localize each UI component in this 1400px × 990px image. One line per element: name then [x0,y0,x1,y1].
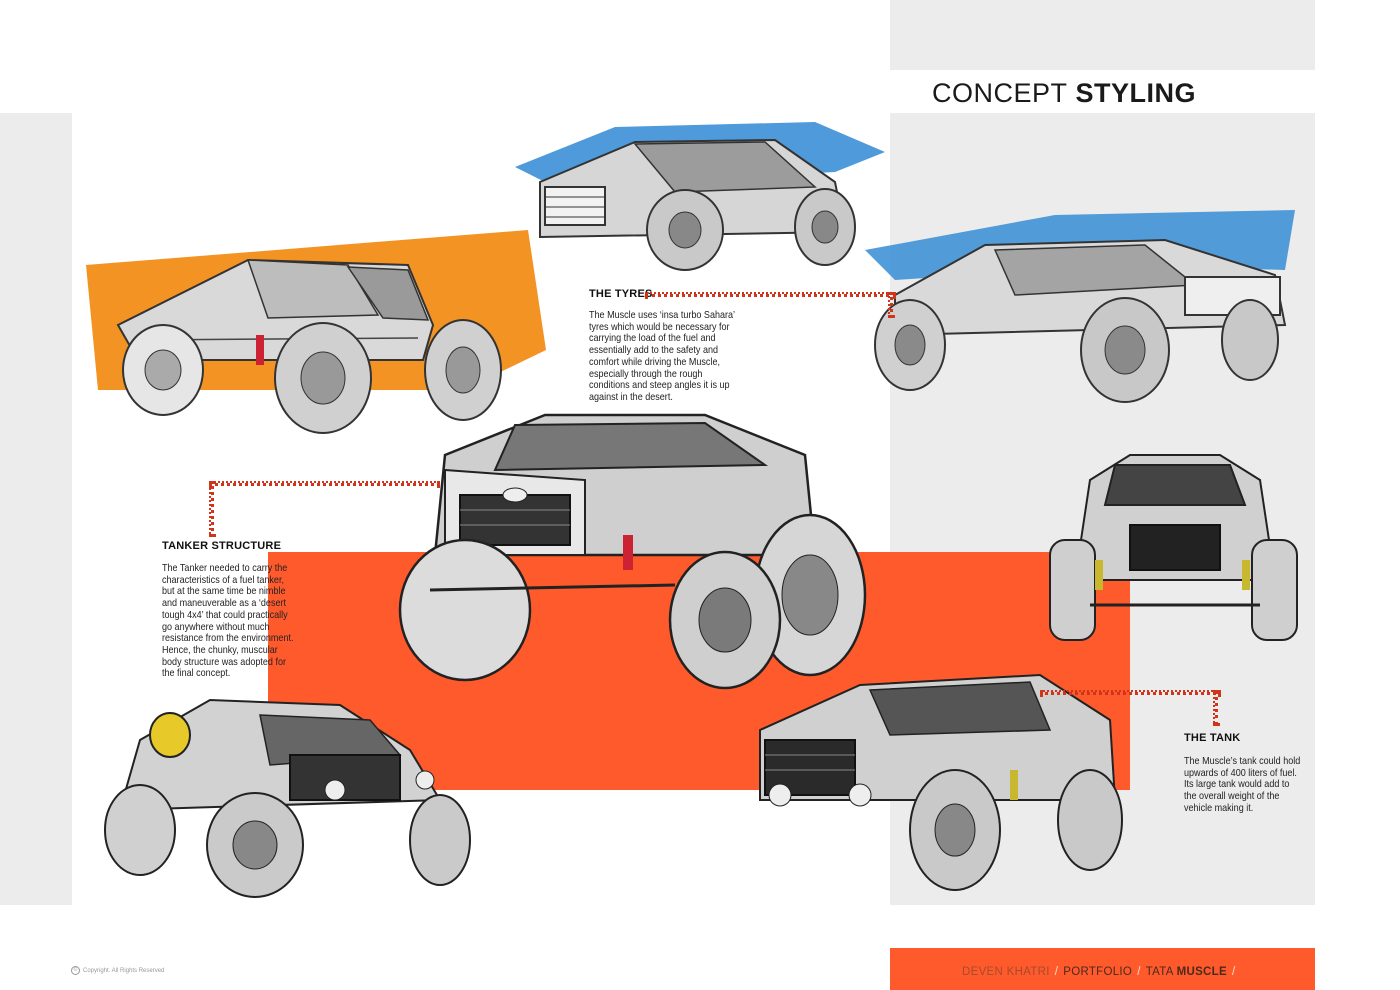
copyright-icon: © [71,966,80,975]
tanker-body: The Tanker needed to carry the character… [162,562,313,680]
tanker-line: resistance from the environment. [162,632,294,645]
tyres-line: The Muscle uses ‘insa turbo Sahara’ [589,309,736,321]
portfolio-label: PORTFOLIO [1063,966,1133,978]
tyres-line: against in the desert. [589,390,673,403]
top-grey-panel [890,0,1315,70]
tanker-line: the final concept. [162,667,231,680]
breadcrumb-separator: / [1054,966,1059,978]
tanker-line: tough 4x4’ that could practically [162,608,288,621]
tanker-line: body structure was adopted for [162,655,286,668]
tank-heading: THE TANK [1184,732,1241,744]
tanker-line: characteristics of a fuel tanker, [162,573,284,586]
tank-line: the overall weight of the [1184,790,1280,803]
project-bold: MUSCLE [1176,966,1227,978]
sketch-front-orthographic [1030,440,1310,650]
tank-line: vehicle making it. [1184,801,1254,814]
tank-leader-line [1040,690,1221,695]
tanker-line: and maneuverable as a ‘desert [162,597,287,610]
tyres-line: carrying the load of the fuel and [589,332,716,345]
tyres-body: The Muscle uses ‘insa turbo Sahara’ tyre… [589,309,770,404]
tank-line: upwards of 400 liters of fuel. [1184,766,1297,779]
tyres-line: especially through the rough [589,367,703,380]
title-bold: STYLING [1075,78,1197,108]
tyres-line: tyres which would be necessary for [589,320,730,333]
tyres-line: comfort while driving the Muscle, [589,355,720,368]
footer-breadcrumb: DEVEN KHATRI / PORTFOLIO / TATA MUSCLE / [962,966,1240,978]
breadcrumb-separator: / [1137,966,1141,978]
tyres-heading: THE TYRES [589,288,653,300]
title-light: CONCEPT [932,78,1068,108]
sketch-bottom-left-three-quarter [80,680,480,900]
tanker-line: but at the same time be nimble [162,585,286,598]
copyright-text: Copyright. All Rights Reserved [83,968,165,975]
tanker-line: go anywhere without much [162,620,270,633]
tanker-leader-drop [209,481,214,537]
author-name: DEVEN KHATRI [962,966,1050,978]
project-light: TATA [1145,966,1174,978]
sketch-orange-side-view [78,220,548,440]
tyres-leader-drop [888,292,893,318]
tank-body: The Muscle’s tank could hold upwards of … [1184,755,1322,815]
tank-line: The Muscle’s tank could hold [1184,755,1301,767]
sketch-bottom-right-three-quarter [740,660,1130,900]
sketch-blue-rear-three-quarter [865,205,1305,405]
left-grey-panel [0,113,72,905]
copyright-notice: ©Copyright. All Rights Reserved [71,966,164,975]
tyres-line: essentially add to the safety and [589,344,719,357]
tank-line: Its large tank would add to [1184,778,1290,791]
footer-bar [890,948,1315,990]
sketch-blue-front-three-quarter [515,112,890,272]
tank-leader-drop [1213,690,1218,726]
tanker-heading: TANKER STRUCTURE [162,540,282,552]
tanker-line: Hence, the chunky, muscular [162,643,278,656]
sketch-main-front-view [345,395,890,695]
tanker-leader-line [209,481,440,486]
breadcrumb-separator: / [1231,966,1236,978]
tanker-line: The Tanker needed to carry the [162,562,288,574]
tyres-leader-line [645,292,896,297]
tyres-line: conditions and steep angles it is up [589,379,730,392]
